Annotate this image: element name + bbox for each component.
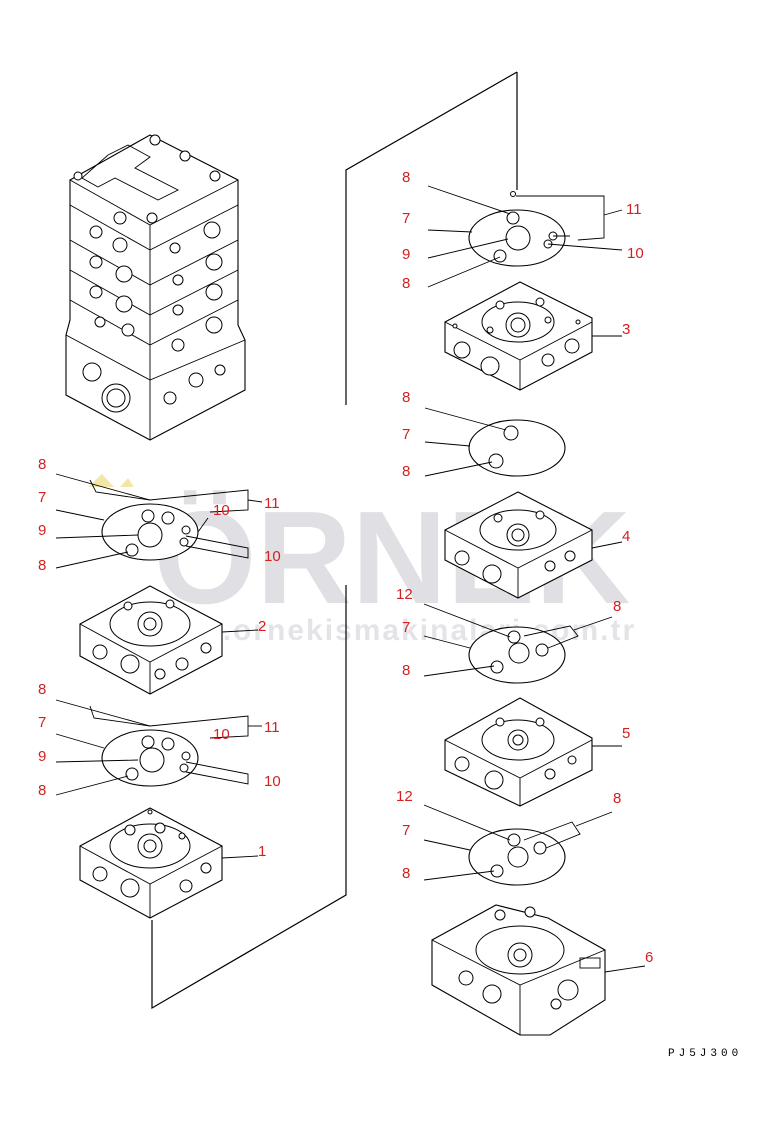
callout-10: 10: [264, 548, 281, 565]
callout-8: 8: [402, 169, 410, 186]
callout-7: 7: [38, 489, 46, 506]
callout-7: 7: [402, 426, 410, 443]
callout-9: 9: [38, 748, 46, 765]
callout-8: 8: [402, 865, 410, 882]
callout-8: 8: [38, 456, 46, 473]
callout-9: 9: [402, 246, 410, 263]
callout-11: 11: [264, 495, 280, 512]
callout-9: 9: [38, 522, 46, 539]
callout-5: 5: [622, 725, 630, 742]
callouts-group-4: 8 7 8 4: [402, 389, 630, 545]
callout-8: 8: [402, 389, 410, 406]
callout-8: 8: [402, 662, 410, 679]
callout-8: 8: [613, 598, 621, 615]
gasket-group-3: [427, 185, 623, 288]
callout-11: 11: [264, 719, 280, 736]
callout-10: 10: [213, 502, 230, 519]
callout-12: 12: [396, 586, 413, 603]
valve-assembly-stack: [65, 134, 246, 441]
gasket-group-6: [423, 804, 613, 886]
callout-3: 3: [622, 321, 630, 338]
callout-8: 8: [38, 681, 46, 698]
drawing-code: PJ5J300: [668, 1048, 742, 1060]
callout-8: 8: [38, 782, 46, 799]
callout-10: 10: [627, 245, 644, 262]
callouts-group-1: 8 7 9 8 11 10 10 1: [38, 681, 281, 860]
callout-6: 6: [645, 949, 653, 966]
gasket-group-5: [423, 603, 613, 684]
callout-12: 12: [396, 788, 413, 805]
callouts-group-3: 8 7 9 8 11 10 3: [402, 169, 644, 338]
gasket-group-1: [55, 699, 262, 796]
gasket-group-2: [55, 473, 263, 569]
callout-7: 7: [402, 619, 410, 636]
valve-section-1: [79, 807, 259, 919]
watermark-logo-mark: [88, 474, 134, 487]
valve-section-4: [444, 491, 623, 599]
callout-4: 4: [622, 528, 630, 545]
callout-8: 8: [38, 557, 46, 574]
valve-section-5: [444, 697, 622, 807]
callout-7: 7: [402, 210, 410, 227]
callouts-group-2: 8 7 9 8 11 10 10 2: [38, 456, 281, 635]
callout-2: 2: [258, 618, 266, 635]
valve-section-2: [79, 585, 259, 695]
assembly-connector-lines: [151, 71, 518, 1010]
callouts-group-5: 12 8 7 8 5: [396, 586, 630, 742]
callout-10: 10: [264, 773, 281, 790]
callout-7: 7: [402, 822, 410, 839]
callout-8: 8: [402, 275, 410, 292]
callouts-group-6: 12 8 7 8 6: [396, 788, 653, 966]
callout-10: 10: [213, 726, 230, 743]
callout-11: 11: [626, 201, 642, 218]
callout-1: 1: [258, 843, 266, 860]
callout-8: 8: [402, 463, 410, 480]
valve-section-3: [444, 281, 622, 391]
callout-8: 8: [613, 790, 621, 807]
gasket-group-4: [424, 407, 566, 477]
valve-section-6: [431, 904, 646, 1036]
callout-7: 7: [38, 714, 46, 731]
